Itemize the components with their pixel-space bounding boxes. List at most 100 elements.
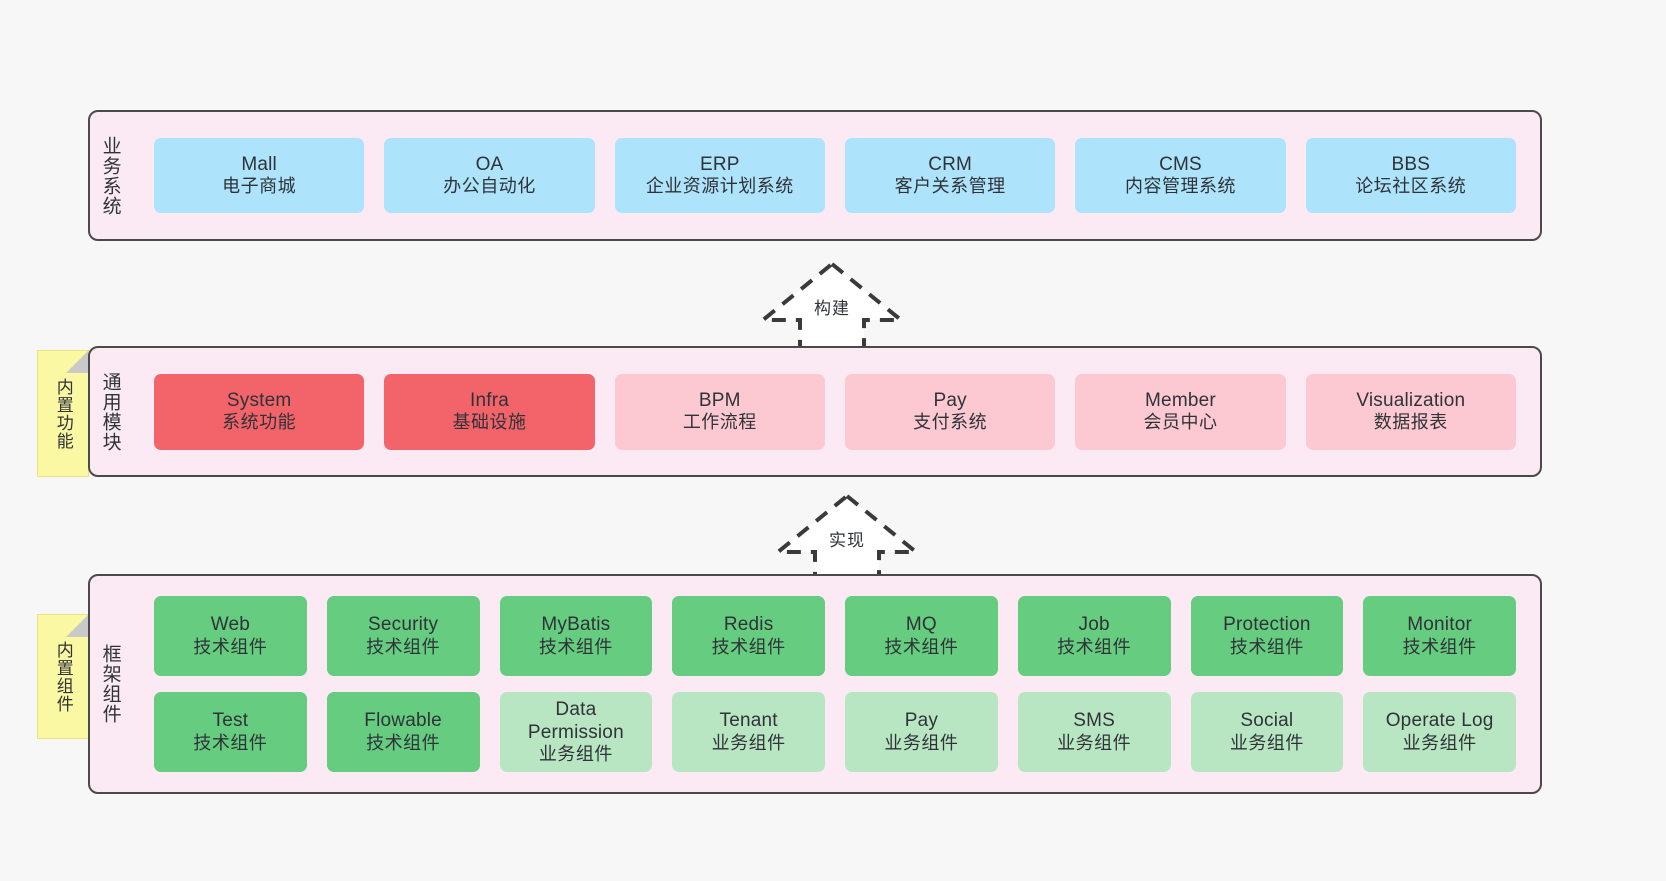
tile-redis[interactable]: Redis 技术组件 <box>672 596 825 676</box>
tile-title: CMS <box>1159 153 1202 175</box>
tile-operate-log[interactable]: Operate Log 业务组件 <box>1363 692 1516 772</box>
layer-business-systems: 业务系统 Mall 电子商城 OA 办公自动化 ERP 企业资源计划系统 CRM… <box>88 110 1542 241</box>
tile-subtitle: 技术组件 <box>1402 636 1477 657</box>
tile-subtitle: 办公自动化 <box>443 176 536 197</box>
tile-title: Redis <box>723 614 774 636</box>
framework-tile-row-1: Web 技术组件 Security 技术组件 MyBatis 技术组件 Redi… <box>144 596 1526 676</box>
tile-system[interactable]: System 系统功能 <box>154 373 365 450</box>
tile-social[interactable]: Social 业务组件 <box>1190 692 1344 772</box>
tile-subtitle: 业务组件 <box>1229 732 1304 753</box>
tile-subtitle: 数据报表 <box>1373 412 1448 433</box>
arrow-build: 构建 <box>757 258 907 353</box>
tile-subtitle: 论坛社区系统 <box>1355 176 1467 197</box>
tile-subtitle: 技术组件 <box>711 636 786 657</box>
tile-bpm[interactable]: BPM 工作流程 <box>614 373 825 450</box>
note-label: 内置功能 <box>53 377 73 450</box>
tile-title: Web <box>210 614 251 636</box>
tile-subtitle: 技术组件 <box>366 636 441 657</box>
tile-test[interactable]: Test 技术组件 <box>154 692 307 772</box>
tile-mq[interactable]: MQ 技术组件 <box>845 596 998 676</box>
arrow-shape-build <box>757 261 907 352</box>
tile-sms[interactable]: SMS 业务组件 <box>1017 692 1171 772</box>
framework-tile-row-2: Test 技术组件 Flowable 技术组件 Data Permission … <box>144 692 1526 772</box>
layer-body-common: System 系统功能 Infra 基础设施 BPM 工作流程 Pay 支付系统… <box>130 348 1540 475</box>
arrow-label-build: 构建 <box>814 299 850 318</box>
tile-subtitle: 技术组件 <box>193 636 268 657</box>
layer-framework-components: 框架组件 Web 技术组件 Security 技术组件 MyBatis 技术组件… <box>88 574 1542 794</box>
layer-title-common: 通用模块 <box>99 371 121 452</box>
tile-subtitle: 系统功能 <box>222 412 297 433</box>
tile-subtitle: 业务组件 <box>1057 732 1132 753</box>
tile-title: System <box>226 389 292 411</box>
tile-tenant[interactable]: Tenant 业务组件 <box>672 692 825 772</box>
tile-subtitle: 业务组件 <box>538 744 613 765</box>
tile-title: Flowable <box>364 710 442 732</box>
tile-title: Test <box>212 710 249 732</box>
tile-job[interactable]: Job 技术组件 <box>1017 596 1171 676</box>
tile-title: Infra <box>469 389 509 411</box>
tile-subtitle: 技术组件 <box>193 732 268 753</box>
tile-title: BPM <box>698 389 741 411</box>
tile-subtitle: 基础设施 <box>452 412 527 433</box>
tile-title: Security <box>368 614 439 636</box>
tile-mybatis[interactable]: MyBatis 技术组件 <box>499 596 653 676</box>
tile-title: OA <box>475 153 504 175</box>
arrow-shape-realize <box>772 493 922 584</box>
tile-data-permission[interactable]: Data Permission 业务组件 <box>499 692 653 772</box>
tile-crm[interactable]: CRM 客户关系管理 <box>844 138 1056 213</box>
tile-title: CRM <box>928 153 973 175</box>
tile-member[interactable]: Member 会员中心 <box>1075 373 1286 450</box>
layer-title-framework: 框架组件 <box>99 644 121 724</box>
common-tile-row: System 系统功能 Infra 基础设施 BPM 工作流程 Pay 支付系统… <box>144 373 1526 450</box>
tile-oa[interactable]: OA 办公自动化 <box>384 138 595 213</box>
note-label: 内置组件 <box>53 640 73 713</box>
tile-title: Mall <box>241 153 277 175</box>
tile-subtitle: 技术组件 <box>1057 636 1132 657</box>
tile-subtitle: 技术组件 <box>366 732 441 753</box>
tile-monitor[interactable]: Monitor 技术组件 <box>1363 596 1516 676</box>
tile-subtitle: 客户关系管理 <box>894 176 1006 197</box>
tile-title: Job <box>1078 614 1110 636</box>
tile-protection[interactable]: Protection 技术组件 <box>1190 596 1344 676</box>
tile-infra[interactable]: Infra 基础设施 <box>384 373 595 450</box>
tile-security[interactable]: Security 技术组件 <box>326 596 480 676</box>
tile-subtitle: 业务组件 <box>711 732 786 753</box>
tile-title: Pay <box>933 389 967 411</box>
layer-body-business: Mall 电子商城 OA 办公自动化 ERP 企业资源计划系统 CRM 客户关系… <box>130 112 1540 239</box>
tile-title: Tenant <box>719 710 778 732</box>
tile-subtitle: 技术组件 <box>884 636 959 657</box>
tile-mall[interactable]: Mall 电子商城 <box>154 138 365 213</box>
tile-title: Member <box>1145 389 1216 411</box>
tile-subtitle: 企业资源计划系统 <box>645 176 794 197</box>
note-built-in-components: 内置组件 <box>37 614 89 739</box>
tile-title: Pay <box>904 710 939 732</box>
tile-title: MyBatis <box>541 614 611 636</box>
tile-cms[interactable]: CMS 内容管理系统 <box>1075 138 1286 213</box>
tile-flowable[interactable]: Flowable 技术组件 <box>326 692 480 772</box>
note-built-in-features: 内置功能 <box>37 350 89 477</box>
tile-subtitle: 电子商城 <box>222 176 297 197</box>
tile-visualization[interactable]: Visualization 数据报表 <box>1305 373 1516 450</box>
tile-subtitle: 技术组件 <box>538 636 613 657</box>
tile-title: Operate Log <box>1385 710 1494 732</box>
tile-subtitle: 工作流程 <box>682 412 757 433</box>
layer-common-modules: 通用模块 System 系统功能 Infra 基础设施 BPM 工作流程 Pay… <box>88 346 1542 477</box>
business-tile-row: Mall 电子商城 OA 办公自动化 ERP 企业资源计划系统 CRM 客户关系… <box>144 138 1526 213</box>
tile-subtitle: 技术组件 <box>1229 636 1304 657</box>
tile-title: Protection <box>1223 614 1311 636</box>
tile-subtitle: 业务组件 <box>884 732 959 753</box>
tile-title: MQ <box>905 614 937 636</box>
tile-subtitle: 业务组件 <box>1402 732 1477 753</box>
tile-subtitle: 内容管理系统 <box>1124 176 1236 197</box>
tile-web[interactable]: Web 技术组件 <box>154 596 307 676</box>
tile-subtitle: 支付系统 <box>913 412 988 433</box>
layer-title-business: 业务系统 <box>99 135 121 216</box>
tile-pay-component[interactable]: Pay 业务组件 <box>845 692 998 772</box>
arrow-realize: 实现 <box>772 490 922 585</box>
tile-erp[interactable]: ERP 企业资源计划系统 <box>614 138 825 213</box>
tile-title: Social <box>1240 710 1294 732</box>
arrow-label-realize: 实现 <box>829 531 865 550</box>
tile-pay-module[interactable]: Pay 支付系统 <box>844 373 1056 450</box>
tile-bbs[interactable]: BBS 论坛社区系统 <box>1305 138 1516 213</box>
